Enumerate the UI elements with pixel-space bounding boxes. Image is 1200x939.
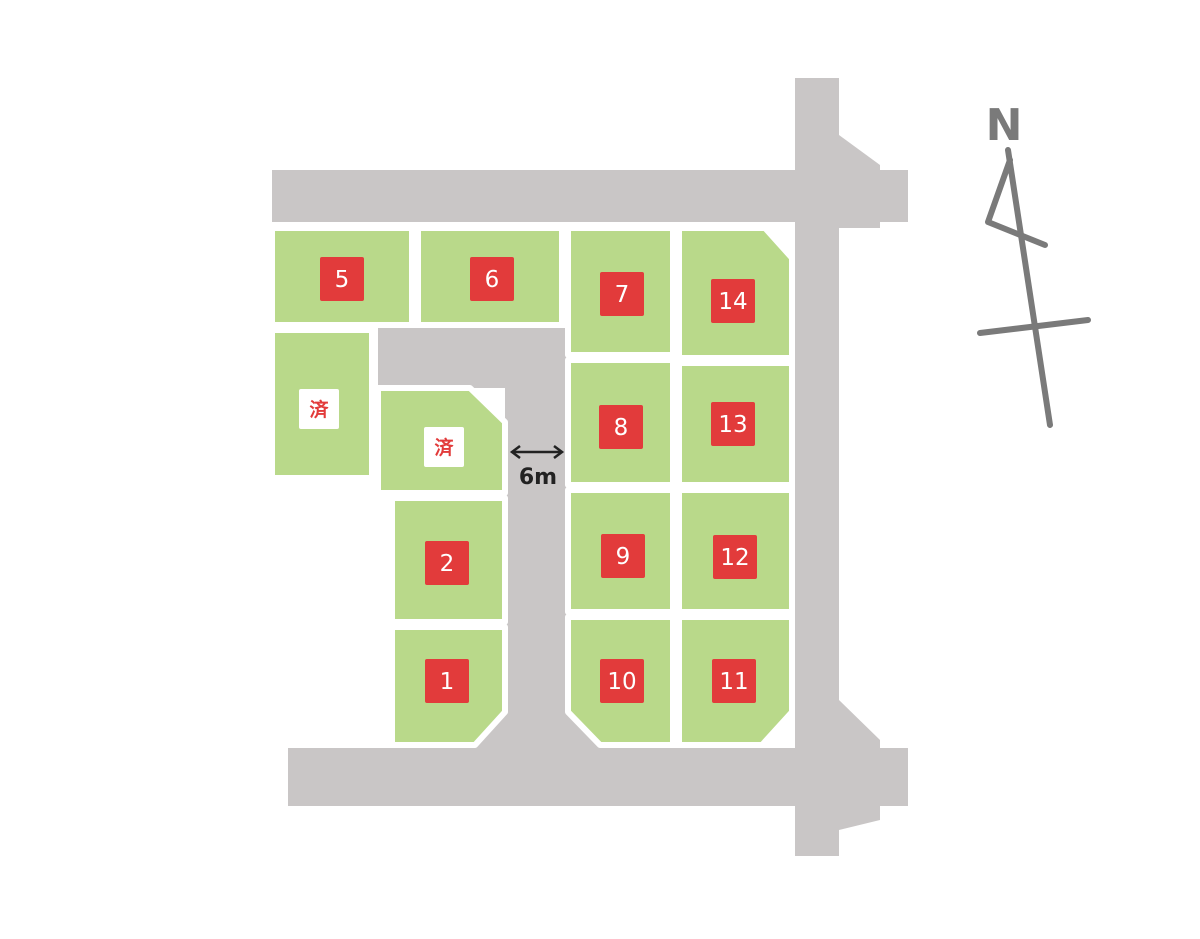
lot-7-number-label: 7	[615, 282, 630, 308]
lot-1-badge-box	[425, 659, 469, 703]
lot-1-badge: 1	[425, 659, 469, 703]
lot-12-number-label: 12	[720, 545, 749, 571]
lot-5-number-label: 5	[335, 267, 350, 293]
lot-4-sold-label: 済	[434, 436, 454, 459]
lot-8-badge: 8	[599, 405, 643, 449]
lot-8-number-label: 8	[614, 415, 629, 441]
lot-13-number-label: 13	[718, 412, 747, 438]
lot-11-badge-box	[712, 659, 756, 703]
road-width-label: 6m	[519, 465, 557, 490]
north-arrow: N	[977, 100, 1091, 428]
lot-12-badge-box	[713, 535, 757, 579]
lot-9-number-label: 9	[616, 544, 631, 570]
road-south	[288, 748, 908, 806]
lot-13-badge-box	[711, 402, 755, 446]
lot-1-number-label: 1	[440, 669, 455, 695]
lot-2-badge-box	[425, 541, 469, 585]
compass-east-west-line-icon	[977, 317, 1091, 336]
lot-10-badge-box	[600, 659, 644, 703]
lot-9-badge-box	[601, 534, 645, 578]
lot-6-badge-box	[470, 257, 514, 301]
compass-north-line-icon	[1005, 147, 1053, 428]
dimension-arrow-left	[509, 445, 521, 459]
road-width-dimension: 6m	[509, 445, 565, 490]
lot-14-number-label: 14	[718, 289, 747, 315]
road-east	[795, 78, 839, 856]
roads	[272, 78, 908, 856]
lot-2-number-label: 2	[440, 551, 455, 577]
lot-10-number-label: 10	[607, 669, 636, 695]
lot-6-number-label: 6	[485, 267, 500, 293]
lot-4-badge-box	[424, 427, 464, 467]
lot-11-badge: 11	[712, 659, 756, 703]
lot-5-badge-box	[320, 257, 364, 301]
lot-8-badge-box	[599, 405, 643, 449]
lot-6-badge: 6	[470, 257, 514, 301]
lot-7-badge-box	[600, 272, 644, 316]
lot-3-sold-label: 済	[309, 398, 329, 421]
north-label: N	[986, 100, 1023, 151]
lot-9-badge: 9	[601, 534, 645, 578]
lot-14-badge: 14	[711, 279, 755, 323]
compass-arrowhead-icon	[985, 157, 1048, 248]
road-corner-se	[839, 700, 880, 830]
lot-3-badge: 済	[299, 389, 339, 429]
lot-4-badge: 済	[424, 427, 464, 467]
lot-12-badge: 12	[713, 535, 757, 579]
lot-2-badge: 2	[425, 541, 469, 585]
lot-11-number-label: 11	[719, 669, 748, 695]
lot-10-badge: 10	[600, 659, 644, 703]
dimension-arrow-right	[553, 445, 565, 459]
lot-7-badge: 7	[600, 272, 644, 316]
lot-3-badge-box	[299, 389, 339, 429]
road-inner-center	[505, 328, 567, 752]
lot-14-badge-box	[711, 279, 755, 323]
lot-5-badge: 5	[320, 257, 364, 301]
lot-13-badge: 13	[711, 402, 755, 446]
road-corner-ne	[839, 135, 880, 228]
